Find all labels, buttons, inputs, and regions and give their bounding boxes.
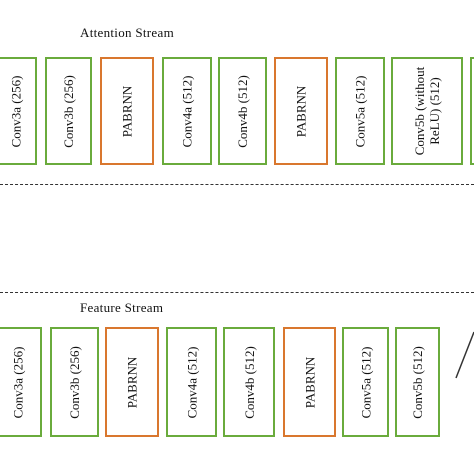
attention-block-pabrnn-2: PABRNN xyxy=(274,57,328,165)
feature-block-conv5a: Conv5a (512) xyxy=(342,327,389,437)
stream-divider-bottom xyxy=(0,292,474,293)
feature-block-conv3b: Conv3b (256) xyxy=(50,327,99,437)
attention-block-partial xyxy=(470,57,474,165)
attention-block-conv5a: Conv5a (512) xyxy=(335,57,385,165)
attention-block-pabrnn-1: PABRNN xyxy=(100,57,154,165)
attention-block-conv4a: Conv4a (512) xyxy=(162,57,212,165)
attention-stream-title: Attention Stream xyxy=(80,25,174,40)
feature-block-conv5b: Conv5b (512) xyxy=(395,327,440,437)
feature-stream-title: Feature Stream xyxy=(80,300,164,315)
feature-block-pabrnn-2: PABRNN xyxy=(283,327,336,437)
feature-block-conv3a: Conv3a (256) xyxy=(0,327,42,437)
attention-block-conv5b: Conv5b (without ReLU) (512) xyxy=(391,57,463,165)
attention-block-conv3b: Conv3b (256) xyxy=(45,57,92,165)
feature-block-conv4a: Conv4a (512) xyxy=(166,327,217,437)
attention-block-conv4b: Conv4b (512) xyxy=(218,57,267,165)
stream-divider-top xyxy=(0,184,474,185)
feature-block-pabrnn-1: PABRNN xyxy=(105,327,159,437)
connector-line xyxy=(455,331,474,379)
attention-block-conv3a: Conv3a (256) xyxy=(0,57,37,165)
feature-block-conv4b: Conv4b (512) xyxy=(223,327,275,437)
